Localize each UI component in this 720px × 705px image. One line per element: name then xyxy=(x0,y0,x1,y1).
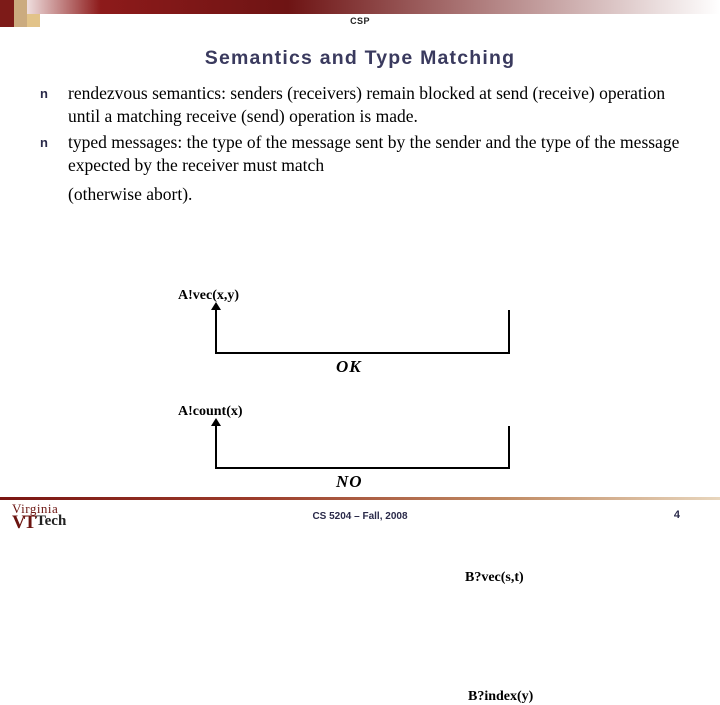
connector-line-right xyxy=(508,310,510,354)
bullet-list: n rendezvous semantics: senders (receive… xyxy=(40,82,690,206)
page-number: 4 xyxy=(673,509,680,521)
footer-course-label: CS 5204 – Fall, 2008 xyxy=(312,511,408,522)
send-label-count: A!count(x) xyxy=(178,404,243,419)
bullet-subtext: (otherwise abort). xyxy=(68,184,193,205)
logo-square-maroon xyxy=(0,0,14,27)
logo-vt-mark: VT xyxy=(12,512,36,533)
connector-line-left xyxy=(215,309,217,354)
verdict-ok: OK xyxy=(336,357,362,376)
logo-tech-text: Tech xyxy=(36,513,67,529)
connector-line-bottom-2 xyxy=(215,467,510,469)
connector-line-left-2 xyxy=(215,425,217,469)
logo-square-tan xyxy=(14,0,27,27)
header-tag: CSP xyxy=(350,16,370,26)
bullet-text: rendezvous semantics: senders (receivers… xyxy=(68,83,666,127)
list-item: n rendezvous semantics: senders (receive… xyxy=(40,82,690,129)
receive-label-index: B?index(y) xyxy=(468,689,534,704)
bullet-text: typed messages: the type of the message … xyxy=(68,131,680,175)
connector-line-bottom xyxy=(215,352,510,354)
arrow-up-icon xyxy=(211,418,221,426)
connector-line-right-2 xyxy=(508,426,510,469)
footer-divider xyxy=(0,497,720,500)
arrow-up-icon xyxy=(211,302,221,310)
bullet-marker-icon: n xyxy=(40,86,48,101)
logo-virginia-text: Virginia xyxy=(12,501,59,516)
send-label-vec: A!vec(x,y) xyxy=(178,288,240,303)
receive-label-vec: B?vec(s,t) xyxy=(465,570,524,585)
logo-square-gold xyxy=(27,14,40,27)
page-title: Semantics and Type Matching xyxy=(204,47,516,69)
virginia-tech-logo: Virginia VT Tech xyxy=(10,501,106,535)
bullet-marker-icon: n xyxy=(40,134,48,150)
list-item: n typed messages: the type of the messag… xyxy=(40,131,690,178)
matching-diagram: A!vec(x,y) B?vec(s,t) OK A!count(x) B?in… xyxy=(0,278,720,704)
verdict-no: NO xyxy=(336,472,363,491)
top-gradient-bar xyxy=(0,0,720,14)
